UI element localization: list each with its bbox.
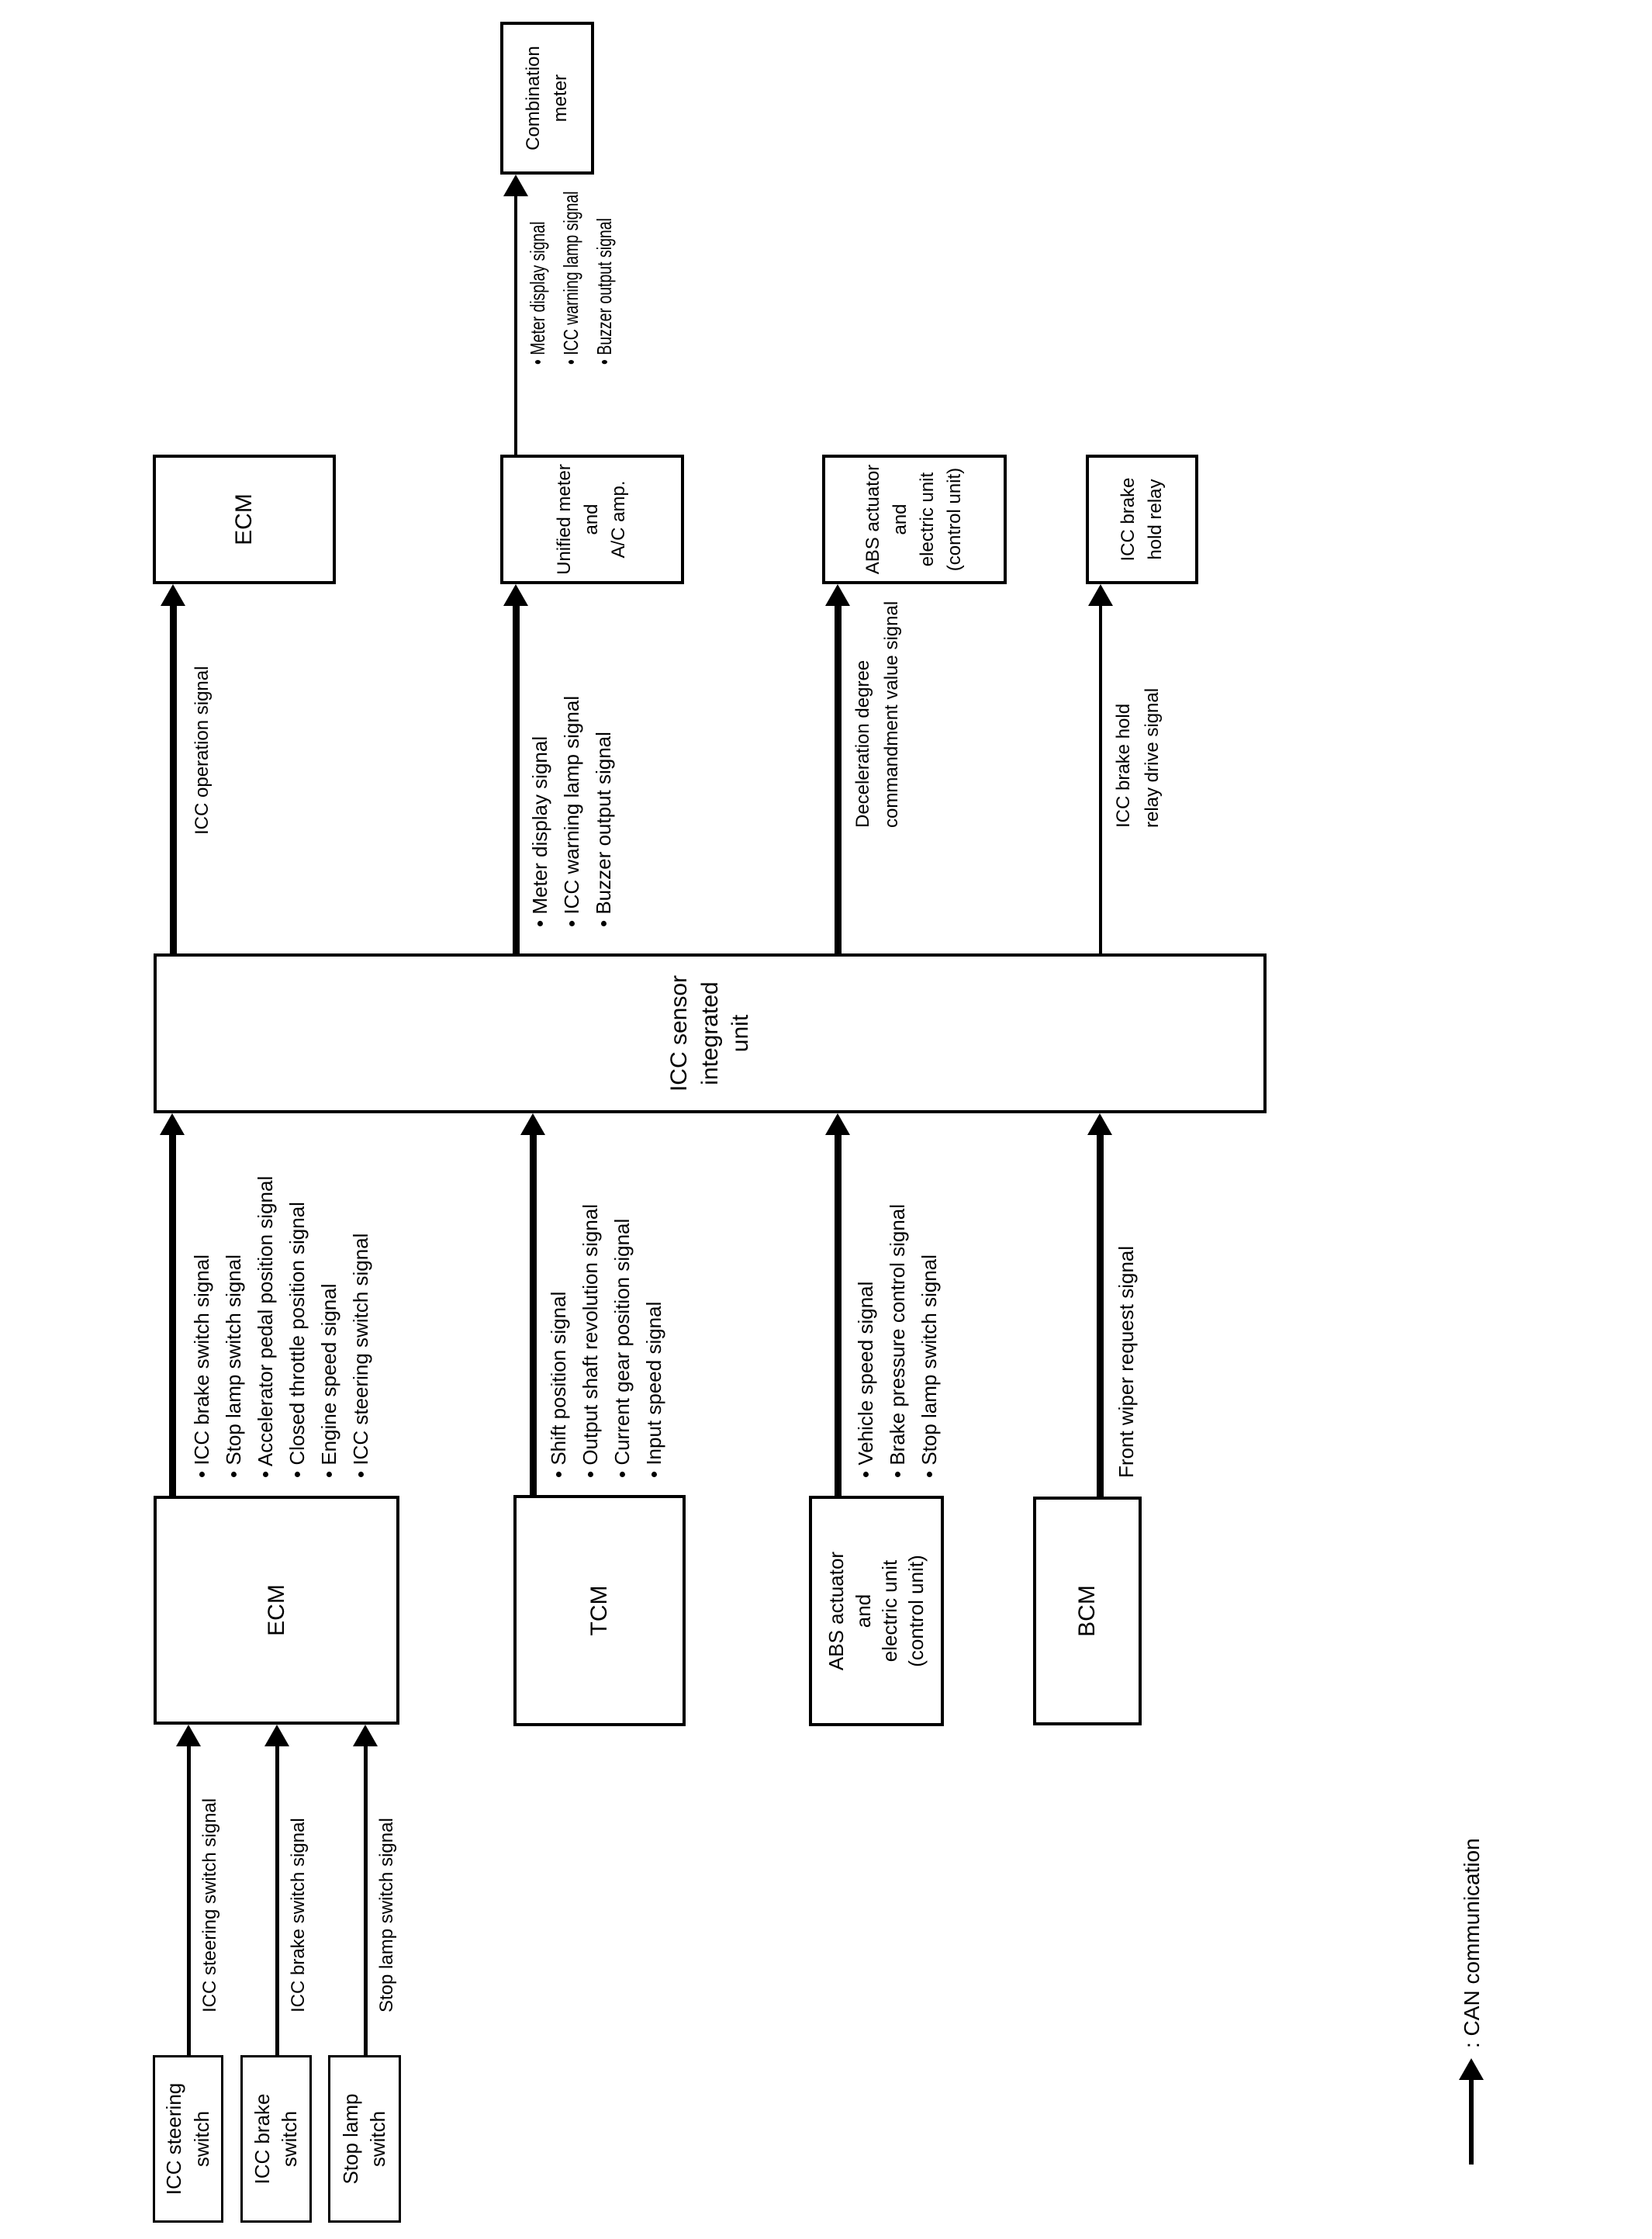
signal-label-brake-hold-relay-drive: ICC brake hold relay drive signal	[1113, 687, 1163, 828]
signal-label-steering-switch: ICC steering switch signal	[199, 1798, 220, 2012]
signal-list-bcm-to-unit: Front wiper request signal	[1115, 1245, 1138, 1478]
signal-list-ecm-to-unit: • ICC brake switch signal • Stop lamp sw…	[190, 1175, 372, 1478]
arrow-shaft	[275, 1745, 279, 2055]
arrow-unit-to-abs	[825, 584, 850, 953]
legend-can-arrow-icon	[1459, 2058, 1484, 2165]
box-abs-source: ABS actuator and electric unit (control …	[809, 1496, 944, 1726]
box-bcm: BCM	[1033, 1497, 1142, 1725]
arrowhead-icon	[1459, 2058, 1484, 2080]
box-icc-brake-hold-relay: ICC brake hold relay	[1086, 455, 1198, 584]
arrow-shaft	[529, 1133, 537, 1495]
arrow-shaft	[834, 1133, 842, 1496]
signal-list-unified-to-combination-meter: • Meter display signal • ICC warning lam…	[526, 191, 616, 365]
box-icc-steering-switch: ICC steering switch	[153, 2055, 223, 2223]
box-ecm-target: ECM	[153, 455, 336, 584]
signal-list-tcm-to-unit: • Shift position signal • Output shaft r…	[547, 1203, 665, 1478]
arrow-shaft	[186, 1745, 191, 2055]
arrow-shaft	[514, 195, 517, 455]
box-tcm: TCM	[513, 1495, 686, 1726]
arrowhead-icon	[503, 584, 528, 606]
box-stop-lamp-switch: Stop lamp switch	[328, 2055, 401, 2223]
arrow-shaft	[169, 604, 177, 953]
arrowhead-icon	[161, 584, 185, 606]
arrowhead-icon	[176, 1725, 201, 1746]
signal-list-unit-to-unified-meter: • Meter display signal • ICC warning lam…	[528, 695, 615, 927]
arrow-unit-to-ecm	[161, 584, 185, 953]
box-icc-sensor-integrated-unit: ICC sensor integrated unit	[154, 953, 1267, 1113]
arrowhead-icon	[1087, 1113, 1112, 1135]
arrowhead-icon	[520, 1113, 545, 1135]
arrowhead-icon	[825, 1113, 850, 1135]
arrow-shaft	[168, 1133, 176, 1496]
box-abs-target: ABS actuator and electric unit (control …	[822, 455, 1007, 584]
arrowhead-icon	[264, 1725, 289, 1746]
signal-label-deceleration-degree: Deceleration degree commandment value si…	[852, 600, 902, 828]
legend-can-communication-label: : CAN communication	[1460, 1838, 1484, 2048]
arrow-abs-to-unit	[825, 1113, 850, 1496]
arrow-ecm-to-unit	[160, 1113, 185, 1496]
arrowhead-icon	[160, 1113, 185, 1135]
arrow-tcm-to-unit	[520, 1113, 545, 1495]
signal-label-brake-switch: ICC brake switch signal	[288, 1818, 309, 2012]
arrowhead-icon	[353, 1725, 378, 1746]
signal-label-stop-lamp-switch: Stop lamp switch signal	[376, 1818, 397, 2012]
arrow-shaft	[834, 604, 842, 953]
arrow-shaft	[363, 1745, 368, 2055]
box-unified-meter-ac-amp: Unified meter and A/C amp.	[500, 455, 684, 584]
arrowhead-icon	[825, 584, 850, 606]
box-icc-brake-switch: ICC brake switch	[240, 2055, 312, 2223]
arrow-shaft	[512, 604, 520, 953]
arrow-shaft	[1096, 1133, 1104, 1497]
signal-label-icc-operation: ICC operation signal	[192, 666, 213, 835]
arrowhead-icon	[1088, 584, 1113, 606]
arrow-shaft	[1099, 604, 1102, 953]
box-combination-meter: Combination meter	[500, 22, 594, 175]
box-ecm-source: ECM	[154, 1496, 399, 1725]
arrow-shaft	[1469, 2078, 1474, 2165]
arrow-bcm-to-unit	[1087, 1113, 1112, 1497]
signal-list-abs-to-unit: • Vehicle speed signal • Brake pressure …	[854, 1203, 941, 1478]
